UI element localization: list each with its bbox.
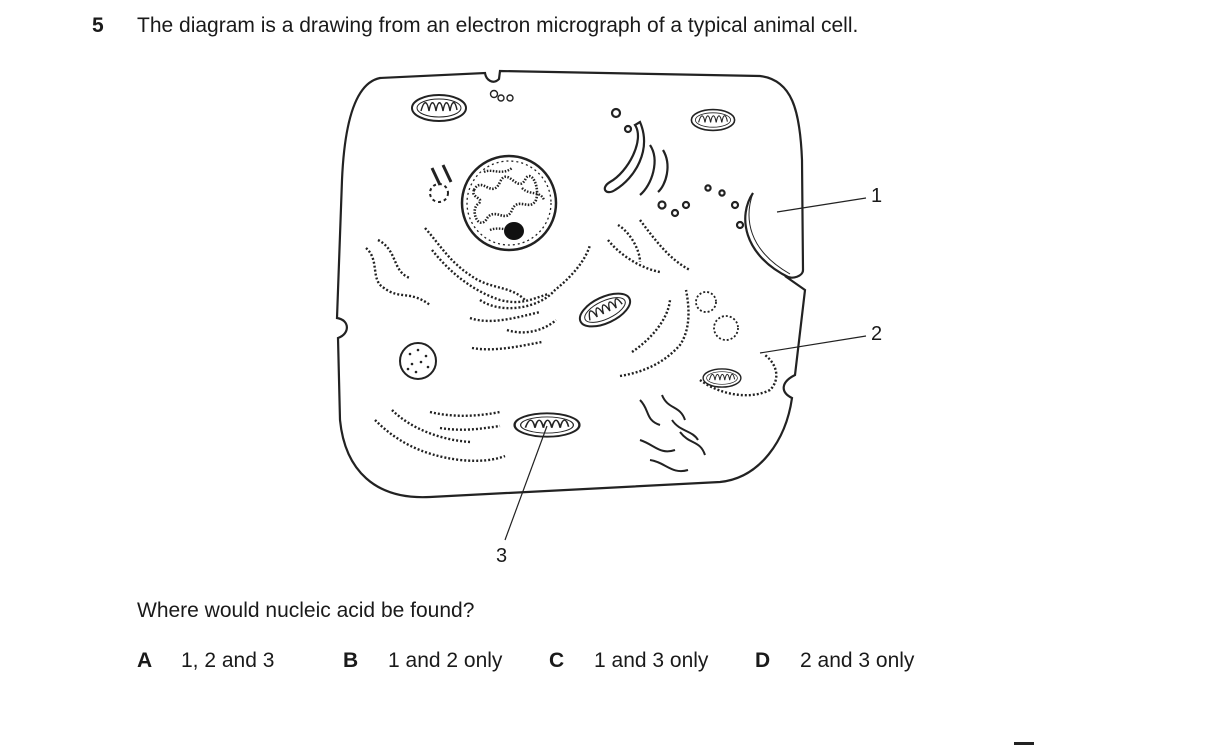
option-d-letter[interactable]: D [755,649,771,672]
option-b-letter[interactable]: B [343,649,359,672]
diagram-label-2: 2 [871,323,883,345]
lysosome [399,342,437,380]
diagram-label-3: 3 [496,545,508,567]
mitochondrion [574,285,636,335]
mitochondrion [690,108,736,132]
nucleus [460,154,558,252]
question-text: The diagram is a drawing from an electro… [137,14,859,37]
option-a-text[interactable]: 1, 2 and 3 [181,649,275,672]
question-prompt: Where would nucleic acid be found? [137,599,475,622]
option-d-text[interactable]: 2 and 3 only [800,649,915,672]
option-a-letter[interactable]: A [137,649,153,672]
option-c-letter[interactable]: C [549,649,565,672]
cell-membrane [335,69,807,499]
nucleolus [504,222,524,240]
option-b-text[interactable]: 1 and 2 only [388,649,503,672]
mitochondrion [411,94,467,122]
mitochondrion [513,412,581,438]
page-corner-mark [1014,742,1034,745]
diagram-label-1: 1 [871,185,883,207]
question-number: 5 [92,14,104,37]
option-c-text[interactable]: 1 and 3 only [594,649,709,672]
